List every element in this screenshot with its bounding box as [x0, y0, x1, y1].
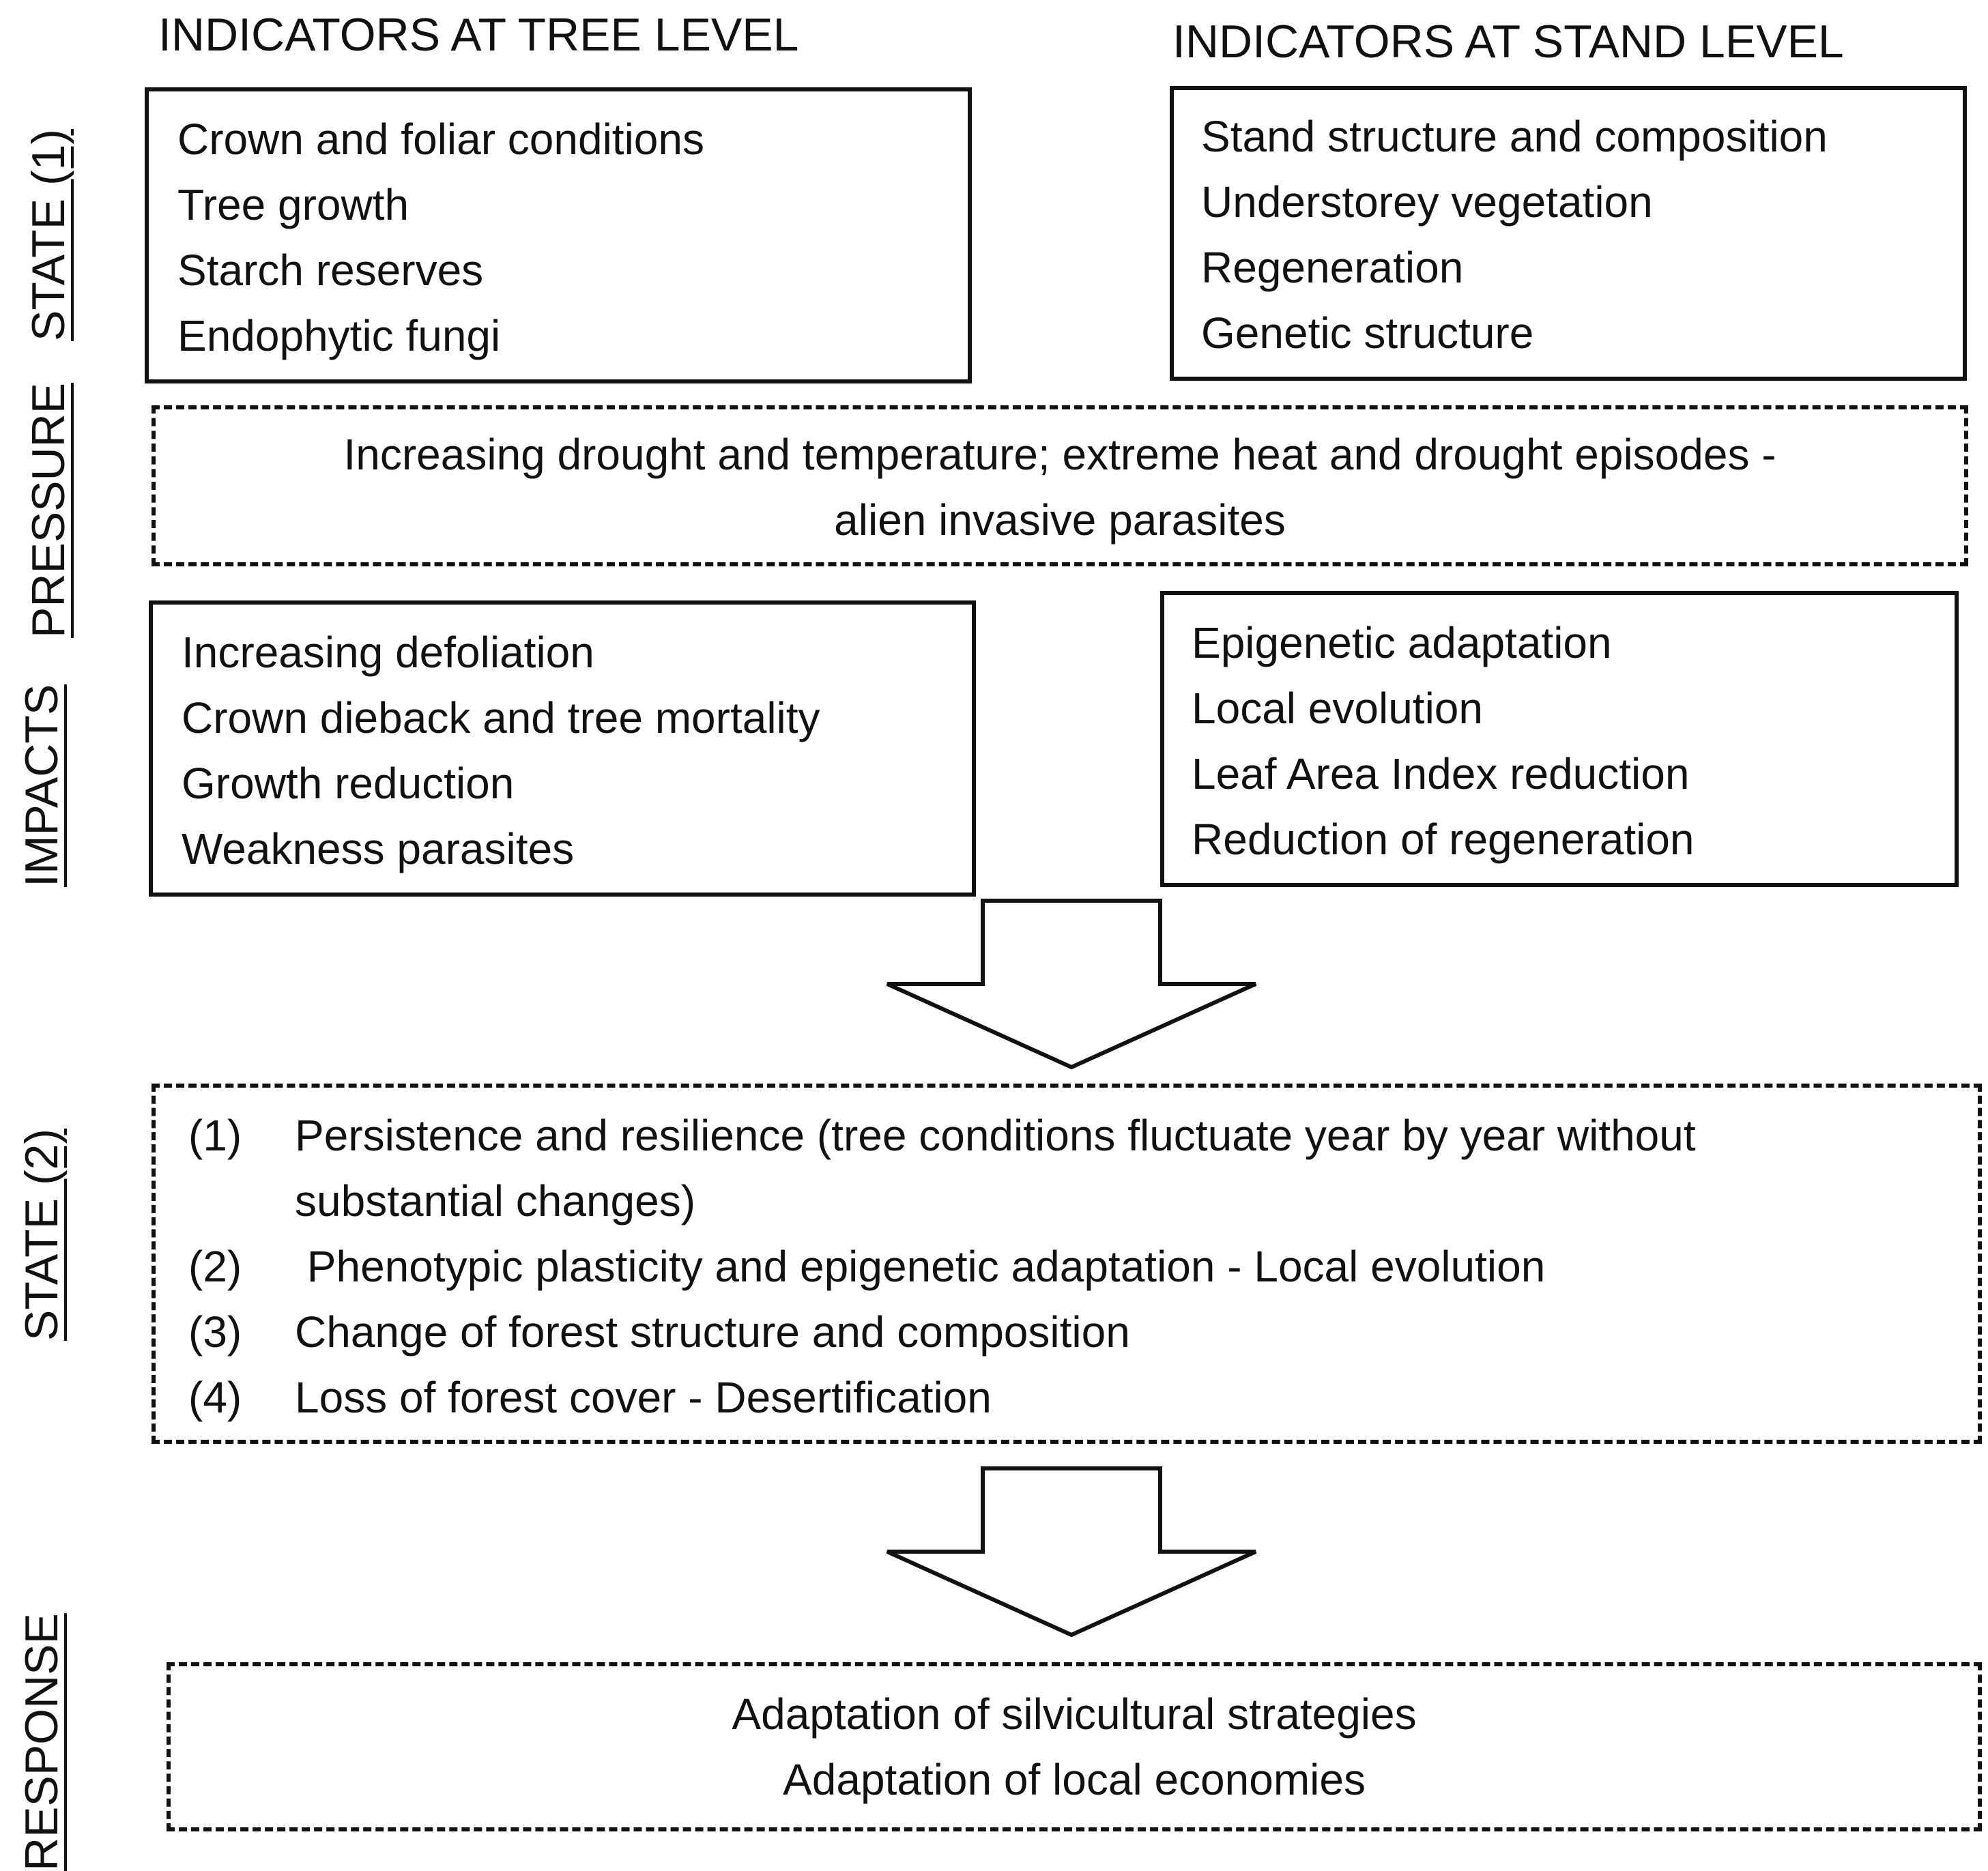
list-number: (2)	[188, 1242, 242, 1291]
response-line-1: Adaptation of silvicultural strategies	[732, 1689, 1417, 1739]
impacts-tree-box: Increasing defoliation Crown dieback and…	[149, 600, 976, 897]
label-state1: STATE (1)	[23, 128, 74, 341]
list-item: Epigenetic adaptation	[1192, 618, 1612, 667]
list-text: Phenotypic plasticity and epigenetic ada…	[295, 1242, 1546, 1291]
list-item: Genetic structure	[1201, 308, 1534, 358]
list-item: Crown and foliar conditions	[177, 115, 704, 164]
response-line-2: Adaptation of local economies	[783, 1755, 1366, 1804]
list-item: Stand structure and composition	[1201, 112, 1828, 161]
state2-list: (1) Persistence and resilience (tree con…	[188, 1103, 1696, 1430]
down-arrow-1	[886, 899, 1257, 1070]
down-arrow-2	[886, 1466, 1257, 1638]
heading-stand-level: INDICATORS AT STAND LEVEL	[1172, 16, 1844, 68]
impacts-tree-list: Increasing defoliation Crown dieback and…	[182, 620, 820, 882]
list-number: (3)	[188, 1307, 242, 1357]
state1-tree-list: Crown and foliar conditions Tree growth …	[177, 106, 704, 368]
list-text: Loss of forest cover - Desertification	[295, 1373, 992, 1422]
list-text: Persistence and resilience (tree conditi…	[295, 1111, 1696, 1160]
list-item: (4) Loss of forest cover - Desertificati…	[188, 1365, 1696, 1430]
list-item: Local evolution	[1192, 684, 1483, 733]
list-item: (1) Persistence and resilience (tree con…	[188, 1103, 1696, 1234]
pressure-box: Increasing drought and temperature; extr…	[152, 405, 1968, 566]
list-text: Change of forest structure and compositi…	[295, 1307, 1130, 1357]
list-item: Regeneration	[1201, 243, 1464, 292]
response-box: Adaptation of silvicultural strategies A…	[167, 1662, 1982, 1831]
list-item: Understorey vegetation	[1201, 177, 1653, 227]
list-item: Tree growth	[177, 180, 409, 229]
label-pressure: PRESSURE	[23, 382, 74, 638]
list-item: (2) Phenotypic plasticity and epigenetic…	[188, 1234, 1696, 1299]
state1-stand-box: Stand structure and composition Understo…	[1170, 86, 1967, 381]
list-item: Increasing defoliation	[182, 628, 594, 677]
list-number: (1)	[188, 1111, 242, 1160]
impacts-stand-list: Epigenetic adaptation Local evolution Le…	[1192, 610, 1695, 872]
list-item: Leaf Area Index reduction	[1192, 749, 1690, 798]
impacts-stand-box: Epigenetic adaptation Local evolution Le…	[1160, 591, 1959, 887]
list-item: Crown dieback and tree mortality	[182, 693, 820, 742]
list-item: Endophytic fungi	[177, 311, 501, 360]
label-impacts: IMPACTS	[16, 684, 68, 887]
heading-tree-level: INDICATORS AT TREE LEVEL	[158, 9, 799, 61]
state2-box: (1) Persistence and resilience (tree con…	[152, 1084, 1982, 1444]
pressure-line-1: Increasing drought and temperature; extr…	[343, 430, 1776, 479]
list-item: Reduction of regeneration	[1192, 815, 1695, 864]
list-text-continuation: substantial changes)	[295, 1176, 696, 1225]
state1-tree-box: Crown and foliar conditions Tree growth …	[145, 87, 972, 383]
list-number: (4)	[188, 1373, 242, 1422]
label-response: RESPONSE	[16, 1613, 68, 1871]
list-item: Growth reduction	[182, 759, 515, 808]
state1-stand-list: Stand structure and composition Understo…	[1201, 104, 1828, 366]
list-item: Starch reserves	[177, 246, 484, 295]
list-item: Weakness parasites	[182, 824, 575, 873]
list-item: (3) Change of forest structure and compo…	[188, 1299, 1696, 1365]
label-state2: STATE (2)	[16, 1128, 68, 1341]
pressure-line-2: alien invasive parasites	[834, 495, 1286, 545]
